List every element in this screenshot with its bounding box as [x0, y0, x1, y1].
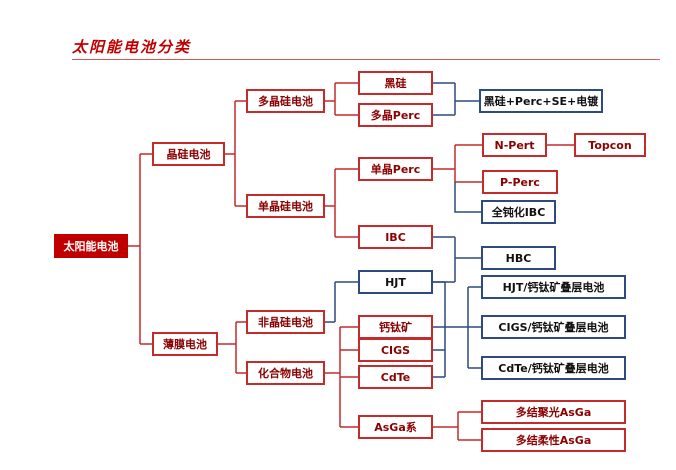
node-amorphous: 非晶硅电池	[246, 310, 325, 334]
node-hbc: HBC	[481, 246, 556, 270]
node-cigs: CIGS	[358, 338, 433, 362]
node-cdte: CdTe	[358, 365, 433, 389]
node-compound: 化合物电池	[246, 361, 325, 385]
node-full-passivation-ibc: 全钝化IBC	[481, 200, 556, 224]
node-multi-junction-flexible: 多结柔性AsGa	[481, 428, 626, 452]
connector-black-perc	[433, 82, 479, 116]
node-multi-junction-concentrator: 多结聚光AsGa	[481, 400, 626, 424]
node-poly-perc: 多晶Perc	[358, 103, 433, 127]
connector-mono	[325, 168, 358, 238]
connector-crystalline	[225, 100, 246, 207]
node-ibc: IBC	[358, 225, 433, 249]
node-pperc: P-Perc	[482, 170, 558, 194]
title-divider	[72, 59, 660, 60]
node-mono-perc: 单晶Perc	[358, 157, 433, 181]
node-poly: 多晶硅电池	[246, 89, 325, 113]
page-title: 太阳能电池分类	[72, 38, 192, 56]
node-asga: AsGa系	[358, 415, 433, 439]
connector-mono-perc	[433, 144, 482, 183]
connector-asga	[433, 411, 481, 441]
connector-amorphous	[325, 281, 358, 323]
node-cigs-perovskite: CIGS/钙钛矿叠层电池	[481, 315, 626, 339]
node-hjt-perovskite: HJT/钙钛矿叠层电池	[481, 275, 626, 299]
node-black-si: 黑硅	[358, 71, 433, 95]
connector-tandem	[433, 281, 481, 378]
node-black-perc-se: 黑硅+Perc+SE+电镀	[479, 89, 603, 113]
node-perovskite: 钙钛矿	[358, 315, 433, 339]
node-thinfilm: 薄膜电池	[152, 332, 218, 356]
connector-full-ibc	[454, 182, 481, 213]
connector-hbc	[433, 236, 481, 283]
node-mono: 单晶硅电池	[246, 194, 325, 218]
node-topcon: Topcon	[574, 133, 646, 157]
connector-poly	[325, 82, 358, 116]
node-root: 太阳能电池	[54, 234, 128, 258]
node-cdte-perovskite: CdTe/钙钛矿叠层电池	[481, 356, 626, 380]
node-hjt: HJT	[358, 270, 433, 294]
connector-compound	[325, 326, 358, 428]
connector-root	[128, 153, 152, 345]
node-npert: N-Pert	[482, 133, 547, 157]
node-crystalline: 晶硅电池	[152, 142, 225, 166]
connector-thinfilm	[218, 321, 246, 374]
